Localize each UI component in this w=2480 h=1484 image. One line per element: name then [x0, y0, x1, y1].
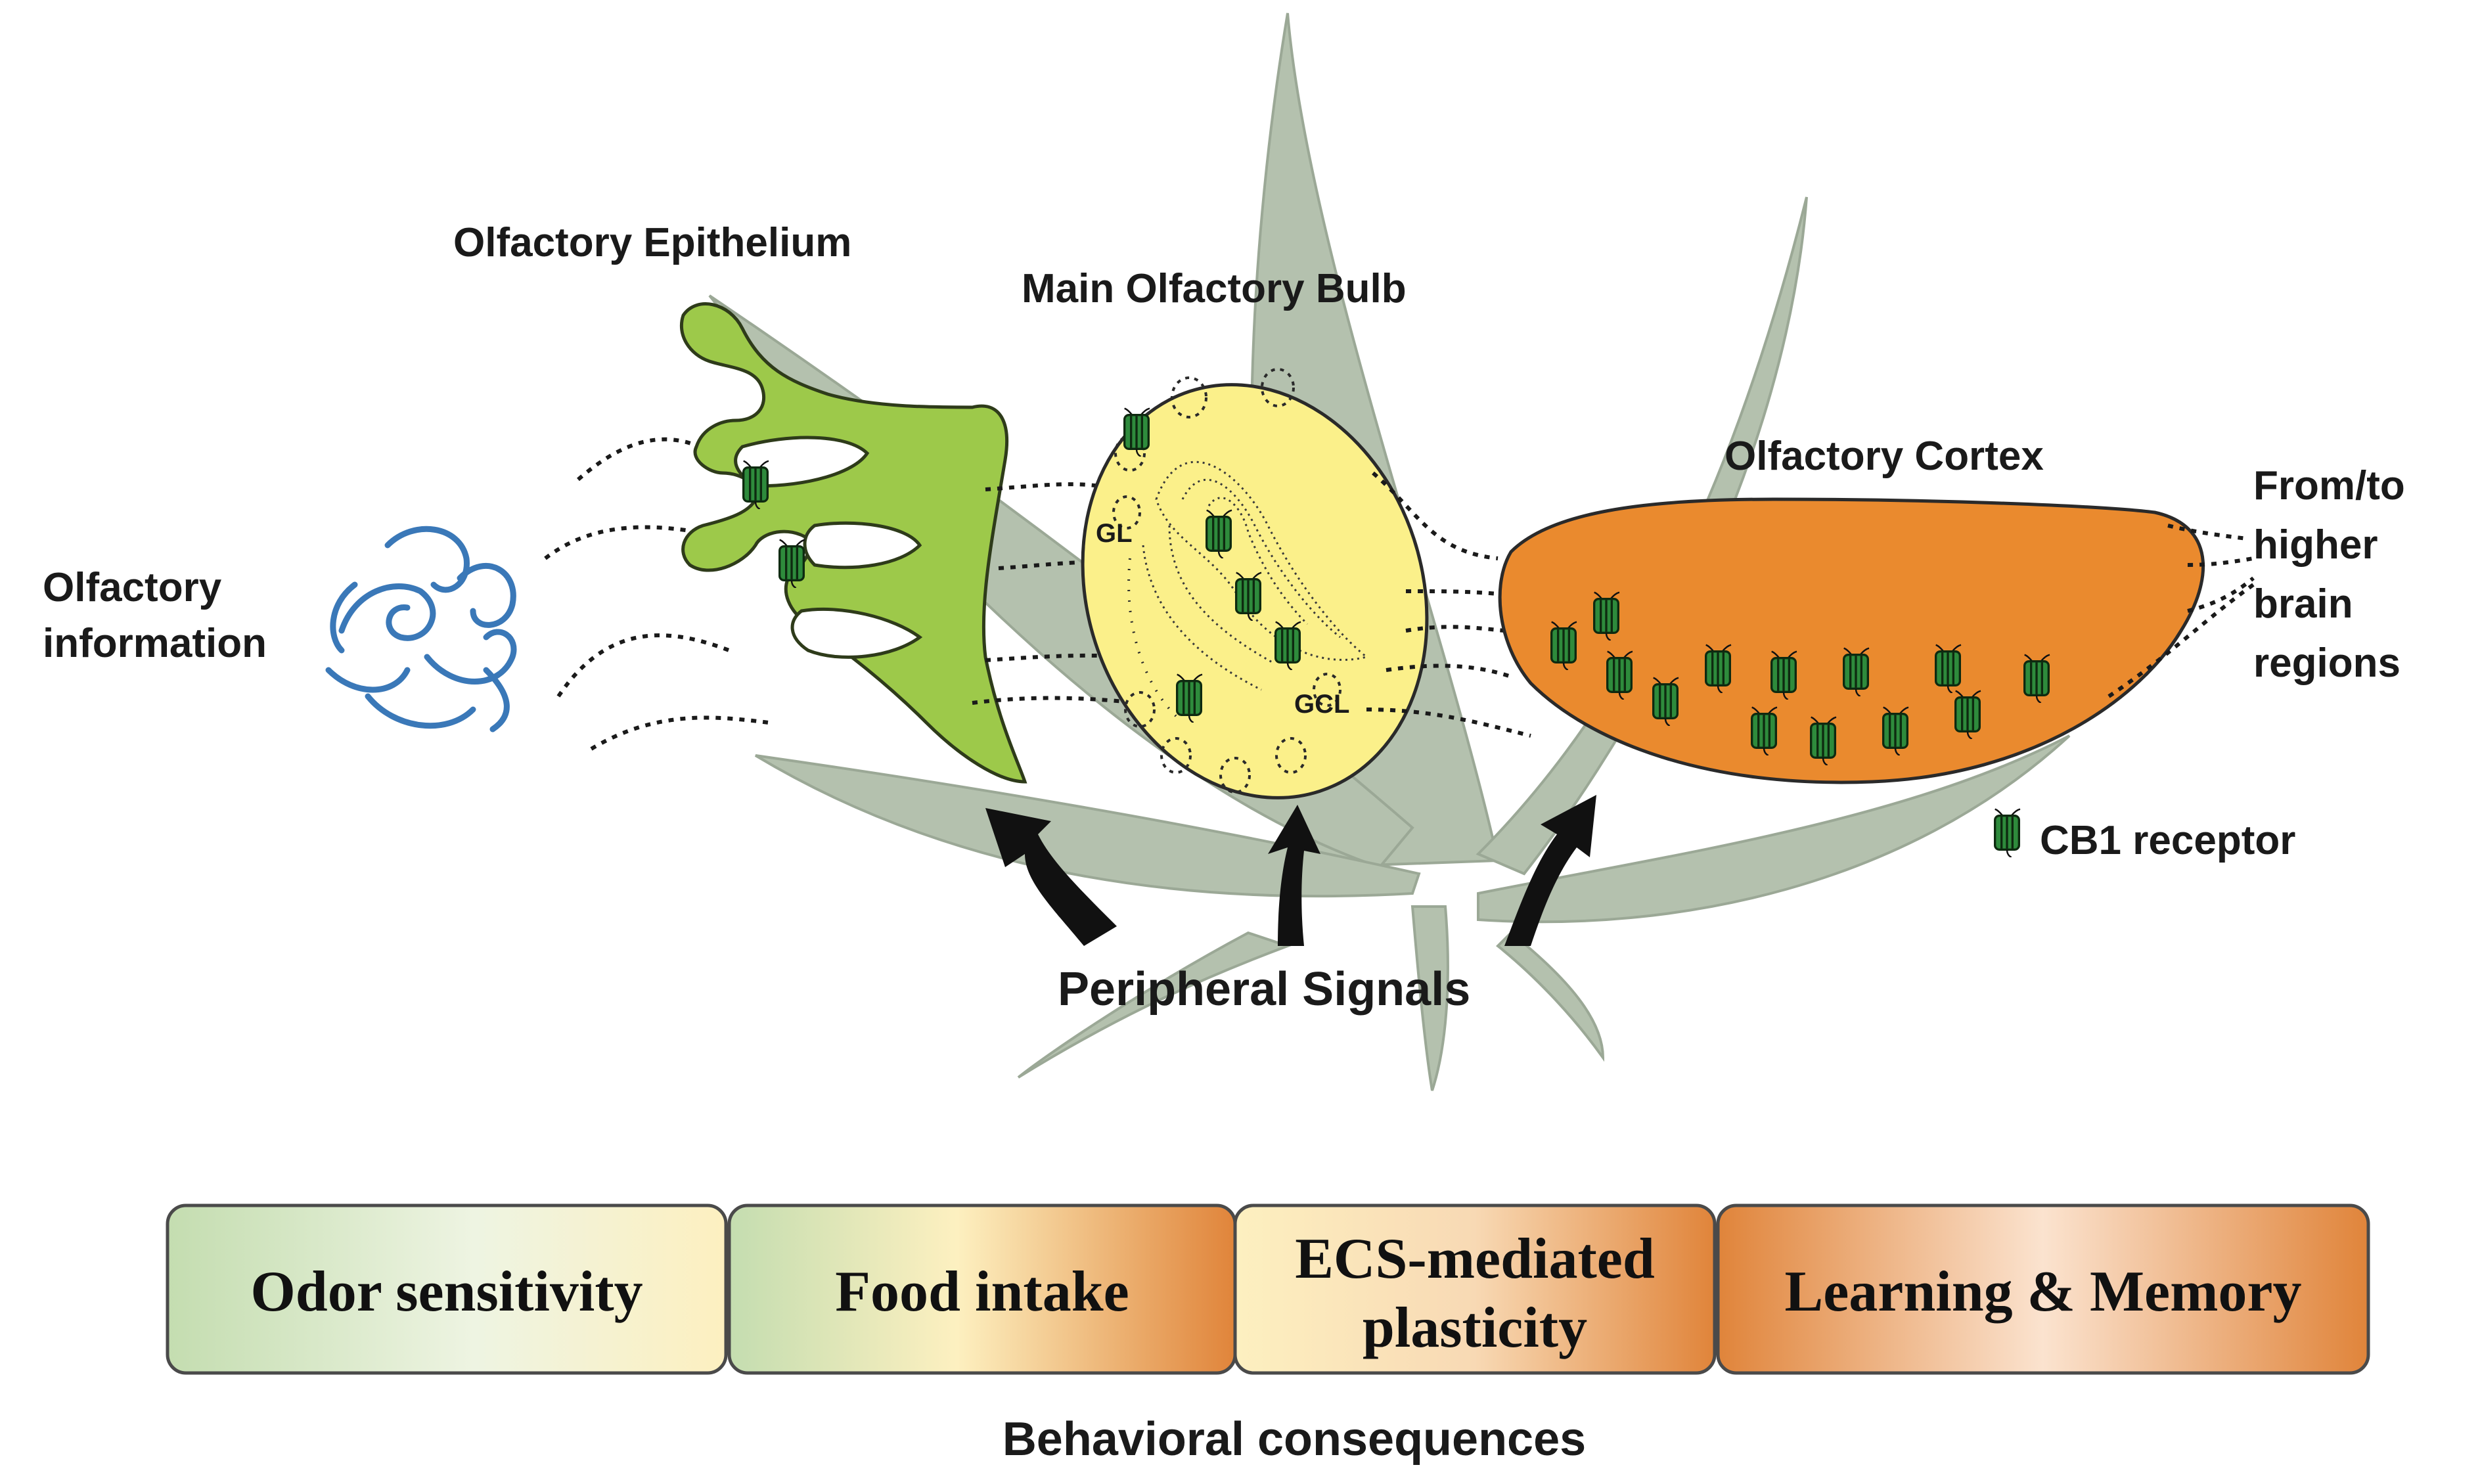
peripheral-signals-label: Peripheral Signals	[1058, 963, 1470, 1016]
epithelium-bulb-fibers	[972, 482, 1137, 705]
cb1-receptor-icon	[1550, 621, 1578, 670]
behavior-text-learning-memory: Learning & Memory	[1785, 1260, 2302, 1324]
cb1-receptor-icon	[1274, 621, 1302, 670]
epithelium-pocket	[790, 607, 923, 659]
behavior-text-food-intake: Food intake	[835, 1260, 1129, 1324]
peripheral-signal-arrows	[985, 795, 1596, 946]
cb1-receptor-icon	[1843, 647, 1870, 696]
cb1-legend-icon	[1994, 808, 2021, 857]
cb1-receptor-icon	[778, 539, 806, 588]
cb1-receptor-icon	[1123, 407, 1151, 457]
behavior-text-odor-sensitivity: Odor sensitivity	[250, 1260, 643, 1324]
behavioral-consequences-caption: Behavioral consequences	[1003, 1413, 1586, 1466]
cortex-output-fibers	[2108, 524, 2255, 698]
epithelium-pocket	[803, 521, 922, 570]
behavior-box-ecs-plasticity	[1233, 1203, 1717, 1375]
behavior-boxes: Odor sensitivity Food intake ECS-mediate…	[166, 1203, 2370, 1375]
cb1-receptor-icon	[2023, 654, 2051, 703]
bulb-cortex-fibers	[1366, 471, 1531, 738]
gcl-label: GCL	[1294, 690, 1349, 719]
cb1-receptor-icon	[1810, 716, 1837, 765]
cb1-receptor-icon	[1593, 591, 1621, 641]
cb1-receptor-icon	[1705, 644, 1732, 693]
arrow-to-cortex	[1504, 795, 1596, 946]
svg-text:information: information	[43, 621, 267, 666]
cb1-legend-label: CB1 receptor	[2040, 818, 2295, 863]
main-olfactory-bulb-label: Main Olfactory Bulb	[1022, 266, 1407, 311]
cb1-receptor-icon	[1652, 677, 1680, 726]
cb1-receptor-icon	[1175, 673, 1204, 723]
olfactory-information-label: Olfactory information	[43, 565, 267, 666]
behavior-box-odor-sensitivity	[166, 1203, 728, 1375]
odor-input-fibers	[544, 437, 769, 751]
svg-text:higher: higher	[2253, 522, 2378, 568]
gl-label: GL	[1096, 519, 1133, 548]
svg-text:brain: brain	[2253, 581, 2353, 627]
behavior-text-ecs-line1: ECS-mediated	[1295, 1227, 1655, 1291]
olfactory-cortex-label: Olfactory Cortex	[1725, 434, 2044, 479]
cb1-receptor-icon	[1751, 706, 1778, 755]
cb1-receptor-icon	[1935, 644, 1962, 693]
svg-text:From/to: From/to	[2253, 463, 2405, 508]
cb1-receptor-icon	[1205, 509, 1233, 558]
arrow-to-bulb	[1268, 805, 1320, 946]
behavior-box-learning-memory	[1716, 1203, 2370, 1375]
higher-brain-regions-label: From/to higher brain regions	[2253, 463, 2405, 686]
cb1-receptor-icon	[1606, 650, 1634, 700]
cb1-receptor-icon	[742, 460, 770, 509]
arrow-to-epithelium	[985, 808, 1117, 946]
cb1-receptor-icon	[1234, 572, 1263, 621]
behavior-text-ecs-line2: plasticity	[1363, 1296, 1587, 1360]
svg-text:regions: regions	[2253, 641, 2401, 686]
cb1-receptor-icon	[1954, 690, 1982, 739]
cb1-receptor-icon	[1882, 706, 1910, 755]
svg-text:Olfactory: Olfactory	[43, 565, 222, 610]
cb1-receptor-icon	[1770, 650, 1798, 700]
odor-swirl-icon	[325, 526, 517, 732]
olfactory-epithelium-label: Olfactory Epithelium	[453, 220, 851, 265]
